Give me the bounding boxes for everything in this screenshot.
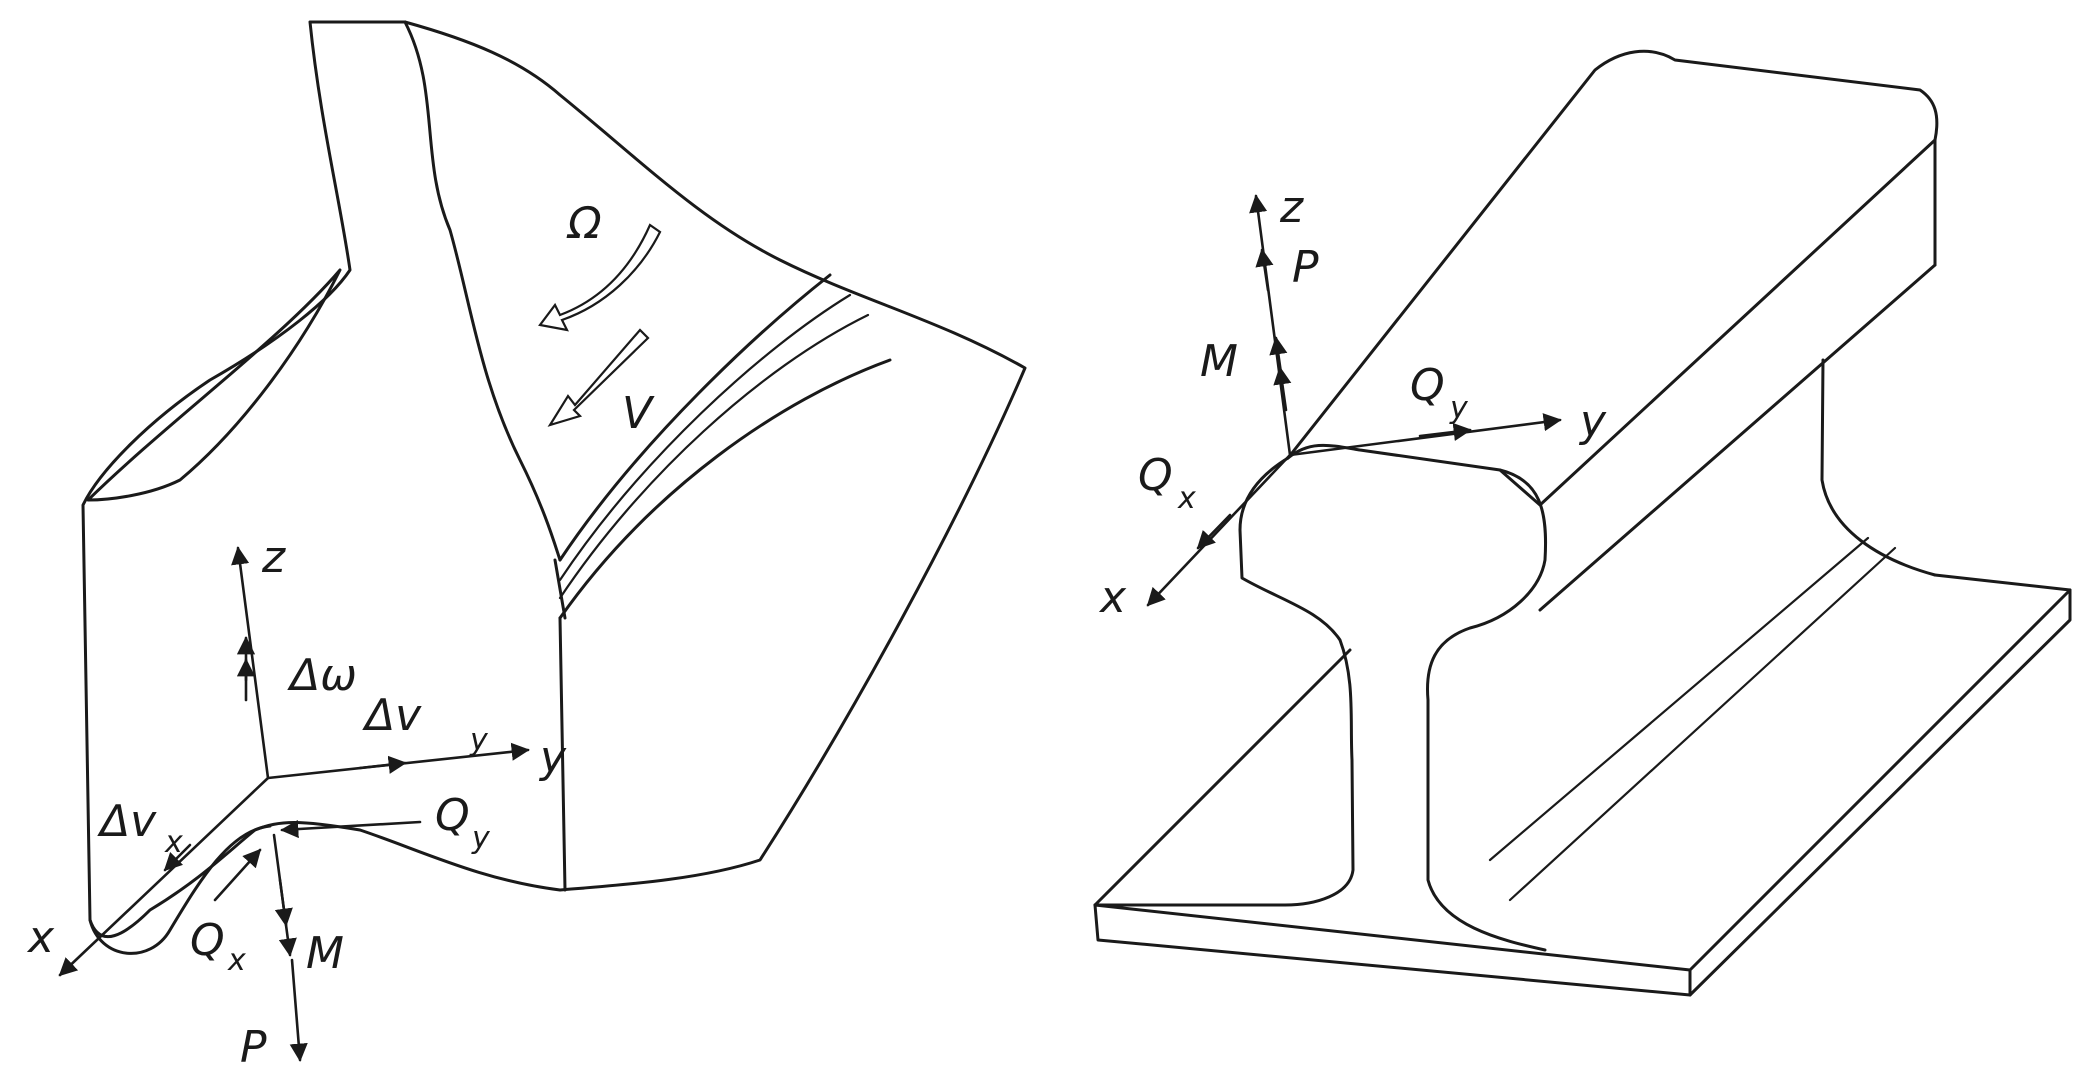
rail-segment: z y x P M Q y Q x [1093, 49, 2072, 997]
m-label: M [306, 928, 344, 979]
rail-head-ridge [1286, 138, 1937, 507]
rail-web-right [1426, 468, 1548, 952]
rail-head-back [1538, 263, 1937, 612]
qx-subscript: x [227, 943, 246, 978]
rail-p-label: P [1292, 242, 1319, 293]
rail-x-label: x [1098, 572, 1127, 623]
velocity-arrow [547, 328, 650, 427]
rail-x-axis [1146, 453, 1292, 607]
rail-m-arrow-2 [1273, 366, 1292, 412]
rail-base-front [1093, 903, 1692, 997]
qx-arrow [213, 848, 262, 902]
rail-base-right [1688, 588, 2072, 997]
cut-face-top [553, 558, 567, 620]
wheel-z-label: z [261, 532, 286, 583]
rail-qx-subscript: x [1177, 481, 1196, 516]
flange-profile [88, 824, 272, 955]
rail-head-front [1093, 456, 1355, 907]
rail-z-label: z [1279, 182, 1304, 233]
rail-qy-subscript: y [1449, 391, 1469, 426]
wheel-web-edge [403, 20, 562, 562]
rail-y-axis [1288, 413, 1562, 457]
rail-web-back [1820, 358, 1937, 577]
rail-qx-label: Q [1138, 450, 1173, 501]
rail-base-top [1093, 648, 1352, 907]
tread-band-2 [558, 313, 870, 600]
wheel-y-label: y [538, 732, 567, 783]
omega-arrow [538, 223, 662, 332]
qy-label: Q [435, 790, 470, 841]
cut-face-edge [558, 616, 567, 892]
p-label: P [240, 1022, 267, 1073]
tread-edge-lower [558, 358, 892, 620]
rail-qx-arrow [1196, 513, 1232, 550]
rail-z-axis [1249, 194, 1292, 457]
rail-p-arrow [1255, 248, 1274, 292]
qx-label: Q [190, 915, 225, 966]
tread-edge [558, 273, 832, 562]
wheel-outline [81, 20, 1027, 939]
delta-vx-subscript: x [164, 825, 183, 860]
rail-head-top [1286, 49, 1939, 460]
qy-subscript: y [471, 821, 491, 856]
delta-vx-label: Δv [97, 796, 157, 847]
wheel-x-axis [58, 776, 270, 977]
delta-vy-subscript: y [469, 723, 489, 758]
wheel-segment: Ω V z y x Δω Δv y Δv x Q y Q x M P [26, 20, 1027, 1073]
wheel-x-label: x [26, 912, 55, 963]
m-arrow-2 [278, 878, 297, 957]
delta-vx-arrow [163, 843, 192, 872]
velocity-label: V [622, 388, 655, 439]
rail-qy-label: Q [1410, 360, 1445, 411]
web-recess [86, 268, 342, 502]
rail-web-line-2 [1508, 546, 1897, 902]
delta-omega-label: Δω [287, 650, 357, 701]
p-arrow [289, 958, 308, 1062]
rail-qy-arrow [1418, 422, 1472, 441]
rail-y-label: y [1578, 396, 1607, 447]
delta-vy-label: Δv [362, 690, 422, 741]
rail-base-back [1933, 573, 2072, 592]
tread-band-1 [558, 293, 852, 582]
rail-m-label: M [1200, 336, 1238, 387]
rail-web-line-1 [1488, 536, 1870, 862]
qy-arrow [280, 819, 422, 839]
omega-label: Ω [566, 198, 602, 249]
delta-vy-arrow [358, 755, 407, 774]
